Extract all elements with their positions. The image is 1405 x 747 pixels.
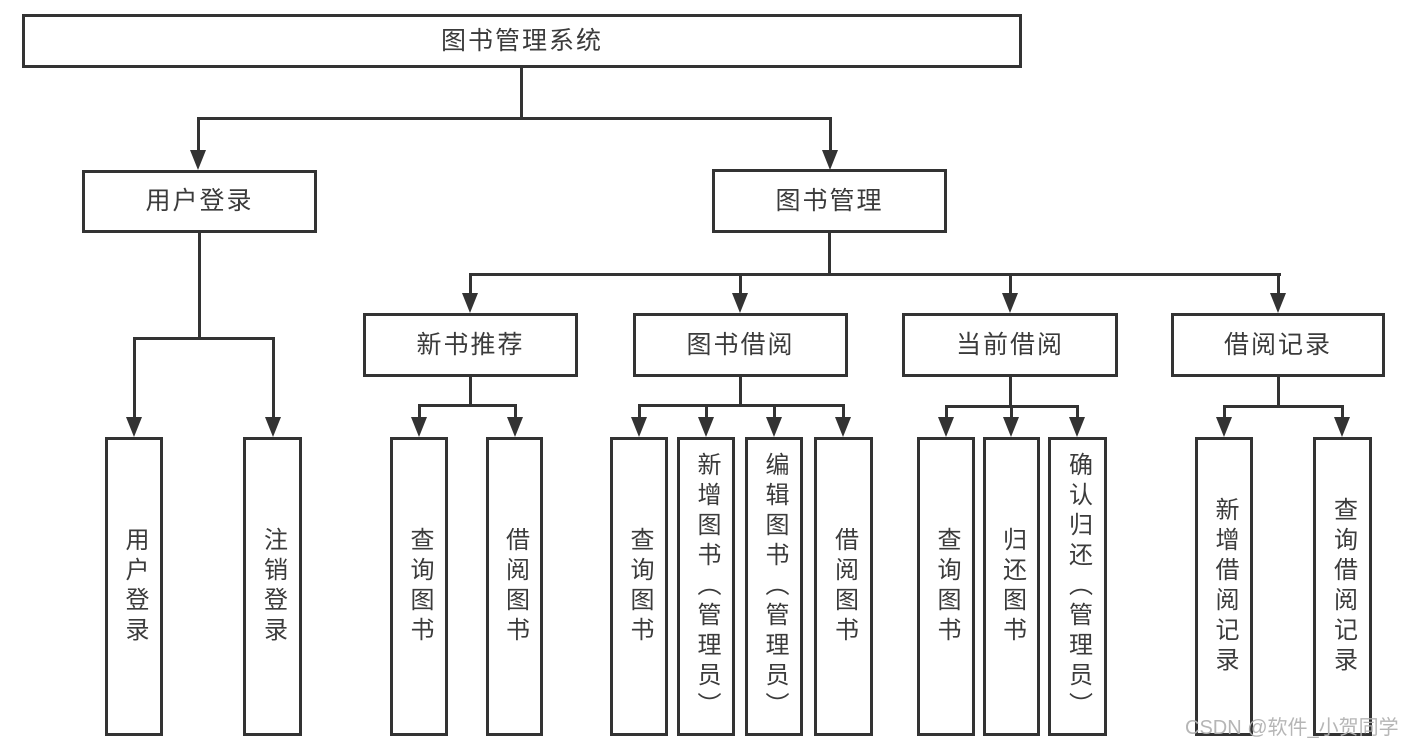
- arrowhead-nb-leaf2: [507, 417, 523, 437]
- edge-book-mgmt-branch: [469, 273, 1281, 276]
- arrowhead-to-leaf-logout: [265, 417, 281, 437]
- edge-to-book-mgmt: [829, 117, 832, 150]
- leaf-label-br-query-books: 查询图书: [626, 526, 653, 647]
- edge-nb-leaf1: [418, 404, 421, 417]
- node-new-books: 新书推荐: [363, 313, 578, 377]
- edge-root-drop: [520, 68, 523, 117]
- node-leaf-br-edit-books-admin: 编辑图书（管理员）: [745, 437, 803, 736]
- edge-new-books-branch: [418, 404, 517, 407]
- edge-rc-leaf1: [1223, 405, 1226, 417]
- edge-cl-leaf1: [945, 405, 948, 417]
- arrowhead-to-user-login: [190, 150, 206, 170]
- node-leaf-rc-query-record: 查询借阅记录: [1313, 437, 1372, 736]
- node-leaf-br-borrow-books: 借阅图书: [814, 437, 873, 736]
- leaf-label-rc-query-record: 查询借阅记录: [1329, 496, 1357, 677]
- edge-to-leaf-logout: [272, 337, 275, 417]
- node-loan-records-label: 借阅记录: [1223, 330, 1332, 359]
- arrowhead-rc-leaf1: [1216, 417, 1232, 437]
- node-current-loans: 当前借阅: [902, 313, 1118, 377]
- arrowhead-rc-leaf2: [1334, 417, 1350, 437]
- node-borrowing: 图书借阅: [633, 313, 848, 377]
- leaf-label-user-login: 用户登录: [121, 526, 148, 647]
- edge-borrowing-branch: [638, 404, 845, 407]
- leaf-label-br-borrow-books: 借阅图书: [830, 526, 858, 647]
- arrowhead-to-borrowing: [732, 293, 748, 313]
- leaf-label-cl-confirm-return-admin: 确认归还（管理员）: [1064, 451, 1092, 722]
- node-root-label: 图书管理系统: [440, 26, 603, 55]
- node-leaf-cl-return-books: 归还图书: [983, 437, 1040, 736]
- edge-cl-leaf3: [1076, 405, 1079, 417]
- node-book-mgmt: 图书管理: [712, 169, 947, 233]
- arrowhead-to-leaf-login: [126, 417, 142, 437]
- edge-current-drop: [1009, 377, 1012, 405]
- arrowhead-to-current: [1002, 293, 1018, 313]
- node-leaf-br-query-books: 查询图书: [610, 437, 668, 736]
- arrowhead-nb-leaf1: [411, 417, 427, 437]
- arrowhead-br-leaf4: [835, 417, 851, 437]
- node-leaf-user-login: 用户登录: [105, 437, 163, 736]
- edge-root-branch: [197, 117, 832, 120]
- leaf-label-nb-borrow-books: 借阅图书: [501, 526, 529, 647]
- edge-to-borrowing: [739, 273, 742, 293]
- node-user-login-label: 用户登录: [145, 187, 254, 215]
- edge-nb-leaf2: [514, 404, 517, 417]
- arrowhead-to-records: [1270, 293, 1286, 313]
- edge-book-mgmt-drop: [828, 233, 831, 273]
- arrowhead-cl-leaf3: [1069, 417, 1085, 437]
- edge-to-user-login: [197, 117, 200, 150]
- edge-to-current: [1009, 273, 1012, 293]
- edge-user-login-branch: [133, 337, 275, 340]
- arrowhead-br-leaf1: [631, 417, 647, 437]
- arrowhead-cl-leaf1: [938, 417, 954, 437]
- arrowhead-to-book-mgmt: [822, 150, 838, 170]
- edge-user-login-drop: [198, 233, 201, 337]
- leaf-label-br-edit-books-admin: 编辑图书（管理员）: [761, 451, 788, 722]
- node-current-loans-label: 当前借阅: [955, 330, 1064, 359]
- csdn-watermark: CSDN @软件_小贺同学: [1185, 717, 1399, 739]
- edge-records-branch: [1223, 405, 1344, 408]
- edge-rc-leaf2: [1341, 405, 1344, 417]
- edge-to-new-books: [469, 273, 472, 293]
- edge-records-drop: [1277, 377, 1280, 405]
- node-user-login: 用户登录: [82, 170, 317, 233]
- edge-cl-leaf2: [1010, 405, 1013, 417]
- arrowhead-br-leaf3: [766, 417, 782, 437]
- arrowhead-to-new-books: [462, 293, 478, 313]
- leaf-label-rc-add-record: 新增借阅记录: [1211, 496, 1238, 677]
- node-leaf-nb-query-books: 查询图书: [390, 437, 448, 736]
- leaf-label-nb-query-books: 查询图书: [406, 526, 433, 647]
- leaf-label-logout: 注销登录: [259, 526, 287, 647]
- node-leaf-br-add-books-admin: 新增图书（管理员）: [677, 437, 735, 736]
- leaf-label-cl-return-books: 归还图书: [998, 526, 1026, 647]
- node-leaf-cl-confirm-return-admin: 确认归还（管理员）: [1048, 437, 1107, 736]
- node-book-mgmt-label: 图书管理: [775, 186, 884, 215]
- edge-to-leaf-login: [133, 337, 136, 417]
- edge-br-leaf3: [773, 404, 776, 417]
- edge-br-leaf4: [842, 404, 845, 417]
- leaf-label-br-add-books-admin: 新增图书（管理员）: [693, 451, 720, 722]
- edge-borrowing-drop: [739, 377, 742, 404]
- arrowhead-br-leaf2: [698, 417, 714, 437]
- node-leaf-nb-borrow-books: 借阅图书: [486, 437, 543, 736]
- arrowhead-cl-leaf2: [1003, 417, 1019, 437]
- node-new-books-label: 新书推荐: [416, 330, 525, 359]
- edge-br-leaf1: [638, 404, 641, 417]
- node-leaf-logout: 注销登录: [243, 437, 302, 736]
- node-borrowing-label: 图书借阅: [686, 330, 795, 359]
- leaf-label-cl-query-books: 查询图书: [933, 526, 960, 647]
- node-leaf-cl-query-books: 查询图书: [917, 437, 975, 736]
- edge-br-leaf2: [705, 404, 708, 417]
- node-loan-records: 借阅记录: [1171, 313, 1385, 377]
- node-root: 图书管理系统: [22, 14, 1022, 68]
- edge-new-books-drop: [469, 377, 472, 404]
- edge-to-records: [1277, 273, 1280, 293]
- node-leaf-rc-add-record: 新增借阅记录: [1195, 437, 1253, 736]
